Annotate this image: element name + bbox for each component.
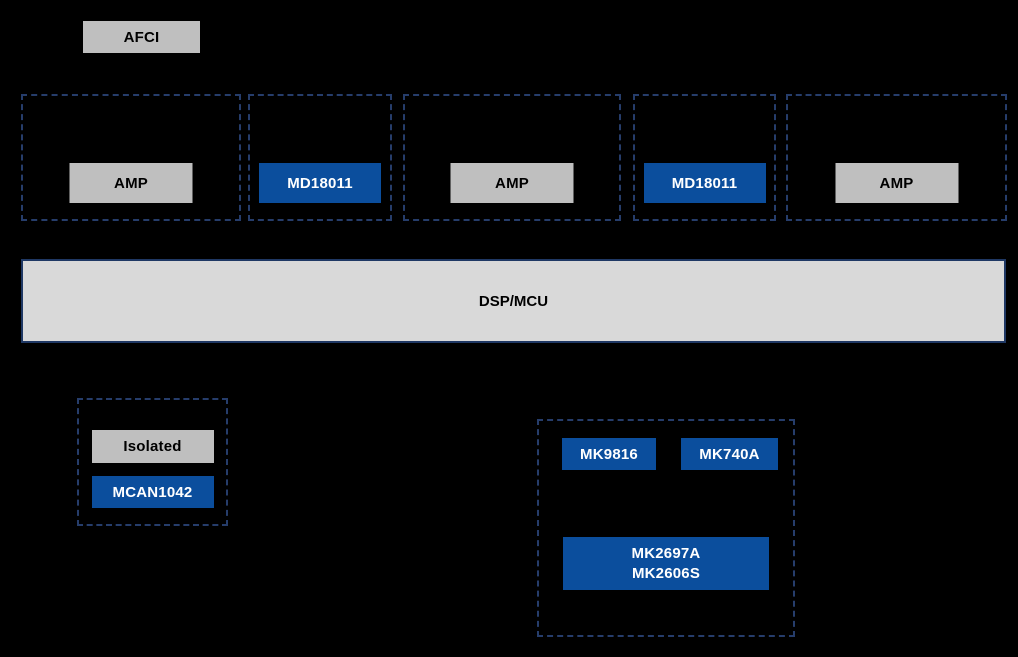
md18011-chip-2: MD18011 xyxy=(643,163,766,203)
amp-chip-1: AMP xyxy=(69,163,193,203)
amp-chip-3: AMP xyxy=(835,163,958,203)
signal-group-3: AMP xyxy=(403,94,621,221)
mkmain-line2: MK2606S xyxy=(631,564,701,582)
dsp-mcu-block: DSP/MCU xyxy=(21,259,1006,343)
isolated-chip: Isolated xyxy=(91,430,214,463)
mk9816-chip: MK9816 xyxy=(562,438,656,470)
signal-group-2: MD18011 xyxy=(248,94,392,221)
power-group: MK9816 MK740A MK2697A MK2606S xyxy=(537,419,795,637)
afci-chip: AFCI xyxy=(83,21,200,53)
mcan1042-chip: MCAN1042 xyxy=(91,476,214,508)
md18011-chip-1: MD18011 xyxy=(259,163,381,203)
mk740a-chip: MK740A xyxy=(681,438,778,470)
signal-group-4: MD18011 xyxy=(633,94,776,221)
signal-group-5: AMP xyxy=(786,94,1007,221)
amp-chip-2: AMP xyxy=(450,163,574,203)
signal-group-1: AMP xyxy=(21,94,241,221)
interface-group: Isolated MCAN1042 xyxy=(77,398,228,526)
mk2697a-mk2606s-chip: MK2697A MK2606S xyxy=(563,537,769,590)
mkmain-line1: MK2697A xyxy=(631,544,701,562)
